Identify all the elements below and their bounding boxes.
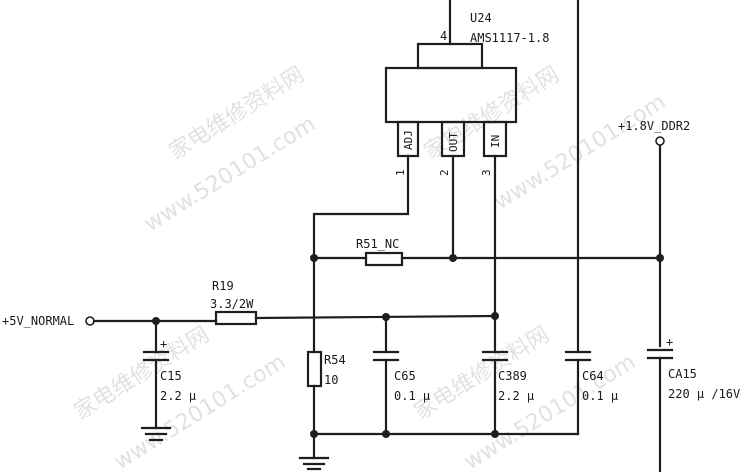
ground-symbol-c15 [140, 426, 172, 442]
resistor-r54-body [306, 350, 323, 388]
regulator-tab-pin: 4 [440, 29, 447, 43]
net-input-label: +5V_NORMAL [2, 314, 74, 328]
resistor-r54-value: 10 [324, 373, 338, 387]
regulator-part: AMS1117-1.8 [470, 31, 549, 45]
junction-dot [491, 312, 499, 320]
pin-name-out: OUT [447, 132, 460, 152]
capacitor-c15-value: 2.2 μ [160, 389, 196, 403]
capacitor-c15-ref: C15 [160, 369, 182, 383]
wires [92, 0, 662, 472]
net-ports: +5V_NORMAL +1.8V_DDR2 [2, 119, 690, 328]
junction-dot [449, 254, 457, 262]
junction-dot [382, 313, 390, 321]
capacitor-c65-ref: C65 [394, 369, 416, 383]
capacitor-c15: + C15 2.2 μ [142, 337, 196, 403]
net-output-label: +1.8V_DDR2 [618, 119, 690, 133]
capacitor-ca15: + CA15 220 μ /16V [646, 335, 740, 401]
pin-name-adj: ADJ [402, 130, 415, 150]
pin-num-2: 2 [438, 169, 451, 176]
resistor-r54-ref: R54 [324, 353, 346, 367]
regulator-ref: U24 [470, 11, 492, 25]
wire-input-right [254, 314, 497, 320]
pin-num-1: 1 [394, 169, 407, 176]
capacitor-ca15-polarity: + [666, 335, 673, 349]
capacitor-c15-polarity: + [160, 337, 167, 351]
input-port-circle [85, 316, 95, 326]
capacitor-c65: C65 0.1 μ [372, 350, 430, 403]
resistor-r51-body [364, 251, 404, 267]
resistor-r54: R54 10 [306, 350, 346, 388]
resistor-r51: R51_NC [356, 237, 404, 267]
capacitor-c64: C64 0.1 μ [564, 350, 618, 403]
capacitor-c65-value: 0.1 μ [394, 389, 430, 403]
output-port-circle [655, 136, 665, 146]
junction-dot [310, 430, 318, 438]
capacitor-c389: C389 2.2 μ [481, 350, 534, 403]
wire-adj [312, 154, 410, 260]
capacitor-ca15-ref: CA15 [668, 367, 697, 381]
resistor-r19: R19 3.3/2W [210, 279, 258, 326]
resistor-r51-ref: R51_NC [356, 237, 399, 251]
pin-name-in: IN [489, 135, 502, 148]
regulator-tab [416, 42, 484, 70]
pin-num-3: 3 [480, 169, 493, 176]
regulator-u24: U24 AMS1117-1.8 4 ADJ OUT IN 1 2 3 [384, 0, 549, 176]
resistor-r19-body [214, 310, 258, 326]
capacitor-c389-ref: C389 [498, 369, 527, 383]
watermark-group: 家电维修资料网 www.520101.com 家电维修资料网 www.52010… [70, 62, 670, 472]
junction-dot [382, 430, 390, 438]
capacitor-c64-ref: C64 [582, 369, 604, 383]
junction-dot [491, 430, 499, 438]
junction-dot [152, 317, 160, 325]
ground-symbol-r54 [298, 456, 330, 471]
resistor-r19-ref: R19 [212, 279, 234, 293]
junction-dot [310, 254, 318, 262]
junctions [152, 254, 664, 438]
capacitor-c389-value: 2.2 μ [498, 389, 534, 403]
capacitor-c64-value: 0.1 μ [582, 389, 618, 403]
capacitor-ca15-value: 220 μ /16V [668, 387, 740, 401]
junction-dot [656, 254, 664, 262]
resistor-r19-value: 3.3/2W [210, 297, 254, 311]
